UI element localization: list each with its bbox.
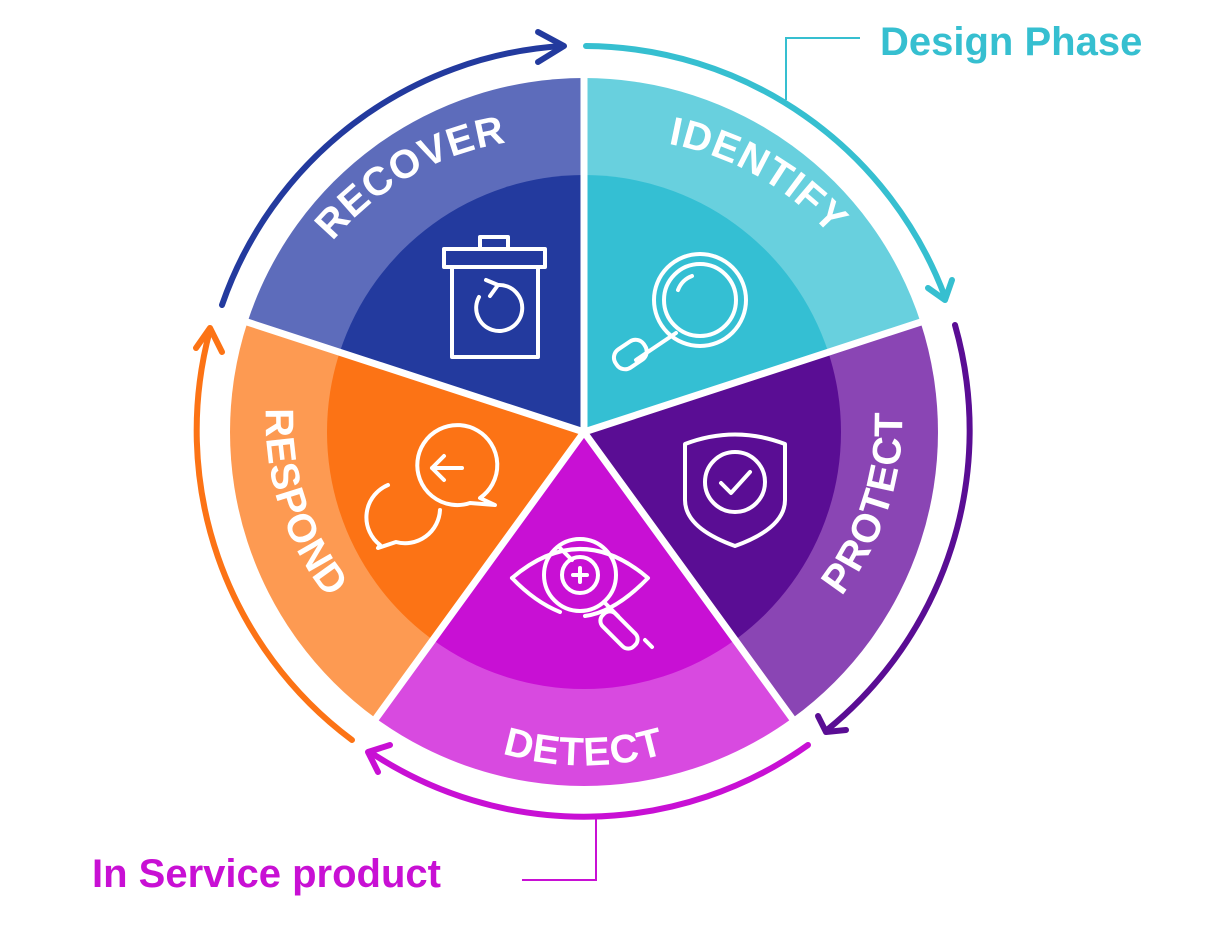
arrow-respond xyxy=(193,327,355,743)
cycle-arrows xyxy=(193,43,973,820)
segment-respond-inner xyxy=(327,352,584,640)
segment-recover xyxy=(247,78,584,432)
cycle-arrowheads xyxy=(193,29,955,775)
segment-dividers xyxy=(240,70,928,725)
design-phase-callout-line xyxy=(785,37,860,100)
arrow-recover xyxy=(219,43,565,308)
trash-restore-icon xyxy=(442,235,547,359)
magnifier-icon xyxy=(611,252,748,372)
chat-bubbles-icon xyxy=(364,423,500,550)
arrow-detect xyxy=(367,742,811,820)
segment-protect-inner xyxy=(584,352,841,640)
segment-identify-inner xyxy=(584,175,829,432)
eye-magnifier-icon xyxy=(510,537,654,651)
shield-check-icon xyxy=(683,432,787,548)
arrow-protect xyxy=(824,322,973,733)
segment-protect xyxy=(584,322,938,719)
segment-recover-inner xyxy=(339,175,584,432)
segment-detect-inner xyxy=(432,432,736,690)
segment-respond xyxy=(230,322,584,719)
arrow-design-identify xyxy=(583,43,948,300)
in-service-product-label: In Service product xyxy=(92,852,441,896)
service-callout-line xyxy=(522,818,597,881)
design-phase-label: Design Phase xyxy=(880,20,1143,64)
segment-identify xyxy=(584,78,921,432)
